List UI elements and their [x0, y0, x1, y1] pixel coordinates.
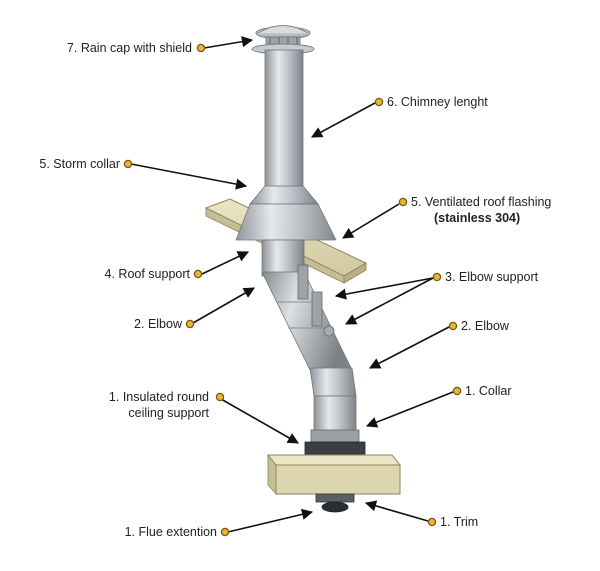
label-roof-flashing-line1: 5. Ventilated roof flashing [411, 195, 551, 209]
label-elbow-left: 2. Elbow [134, 317, 183, 331]
labels: 7. Rain cap with shield 6. Chimney lengh… [39, 41, 551, 539]
label-ceiling-support-line1: 1. Insulated round [109, 390, 209, 404]
dot-rain-cap [196, 43, 206, 53]
chimney-assembly [204, 25, 402, 513]
roof-flashing-icon [235, 203, 337, 241]
dot-elbow-right [448, 321, 458, 331]
label-collar: 1. Collar [465, 384, 512, 398]
label-elbow-support: 3. Elbow support [445, 270, 539, 284]
label-storm-collar: 5. Storm collar [39, 157, 120, 171]
lower-pipe [313, 395, 357, 437]
dot-elbow-support [432, 272, 442, 282]
dot-collar [452, 386, 462, 396]
elbow-support-brackets [297, 264, 335, 337]
collar-icon [310, 429, 360, 443]
lower-elbow [309, 367, 357, 397]
dot-roof-support [193, 269, 203, 279]
label-flue-extension: 1. Flue extention [125, 525, 217, 539]
label-chimney-length: 6. Chimney lenght [387, 95, 488, 109]
trim-icon [315, 493, 355, 503]
leader-lines [130, 36, 454, 533]
label-trim: 1. Trim [440, 515, 478, 529]
dot-elbow-left [185, 319, 195, 329]
chimney-pipe [264, 49, 304, 196]
label-rain-cap: 7. Rain cap with shield [67, 41, 192, 55]
storm-collar-icon [249, 185, 319, 205]
dot-chimney-length [374, 97, 384, 107]
label-roof-flashing-line2: (stainless 304) [434, 211, 520, 225]
dot-flue-extension [220, 527, 230, 537]
label-elbow-right: 2. Elbow [461, 319, 510, 333]
label-dots [123, 43, 462, 537]
ceiling-board [266, 453, 402, 496]
dot-trim [427, 517, 437, 527]
label-ceiling-support-line2: ceiling support [128, 406, 209, 420]
dot-ceiling-support [215, 392, 225, 402]
flue-extension-icon [321, 501, 349, 513]
dot-storm-collar [123, 159, 133, 169]
dot-roof-flashing [398, 197, 408, 207]
label-roof-support: 4. Roof support [105, 267, 191, 281]
